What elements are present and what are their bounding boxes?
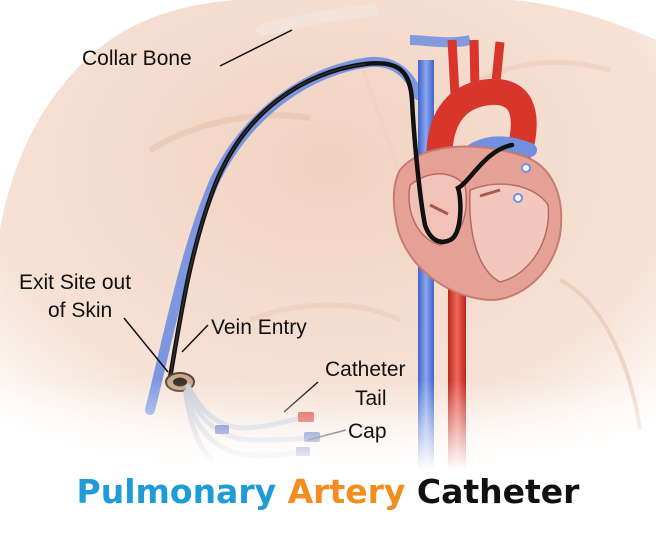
label-cap: Cap (348, 420, 387, 443)
label-catheter-tail-line1: Catheter (325, 358, 406, 381)
label-collar-bone: Collar Bone (82, 47, 192, 70)
title-word-pulmonary: Pulmonary (76, 472, 277, 511)
collar-bone (256, 4, 378, 36)
aortic-arch (426, 78, 537, 188)
heart (392, 145, 563, 302)
diagram-title: Pulmonary Artery Catheter (0, 470, 656, 514)
anatomy-illustration (0, 0, 656, 470)
label-vein-entry: Vein Entry (211, 316, 307, 339)
label-exit-site-line1: Exit Site out (19, 271, 132, 294)
title-word-catheter: Catheter (416, 472, 580, 511)
label-exit-site-line2: of Skin (48, 299, 113, 322)
label-catheter-tail-line2: Tail (355, 387, 387, 410)
title-word-artery: Artery (287, 472, 406, 511)
